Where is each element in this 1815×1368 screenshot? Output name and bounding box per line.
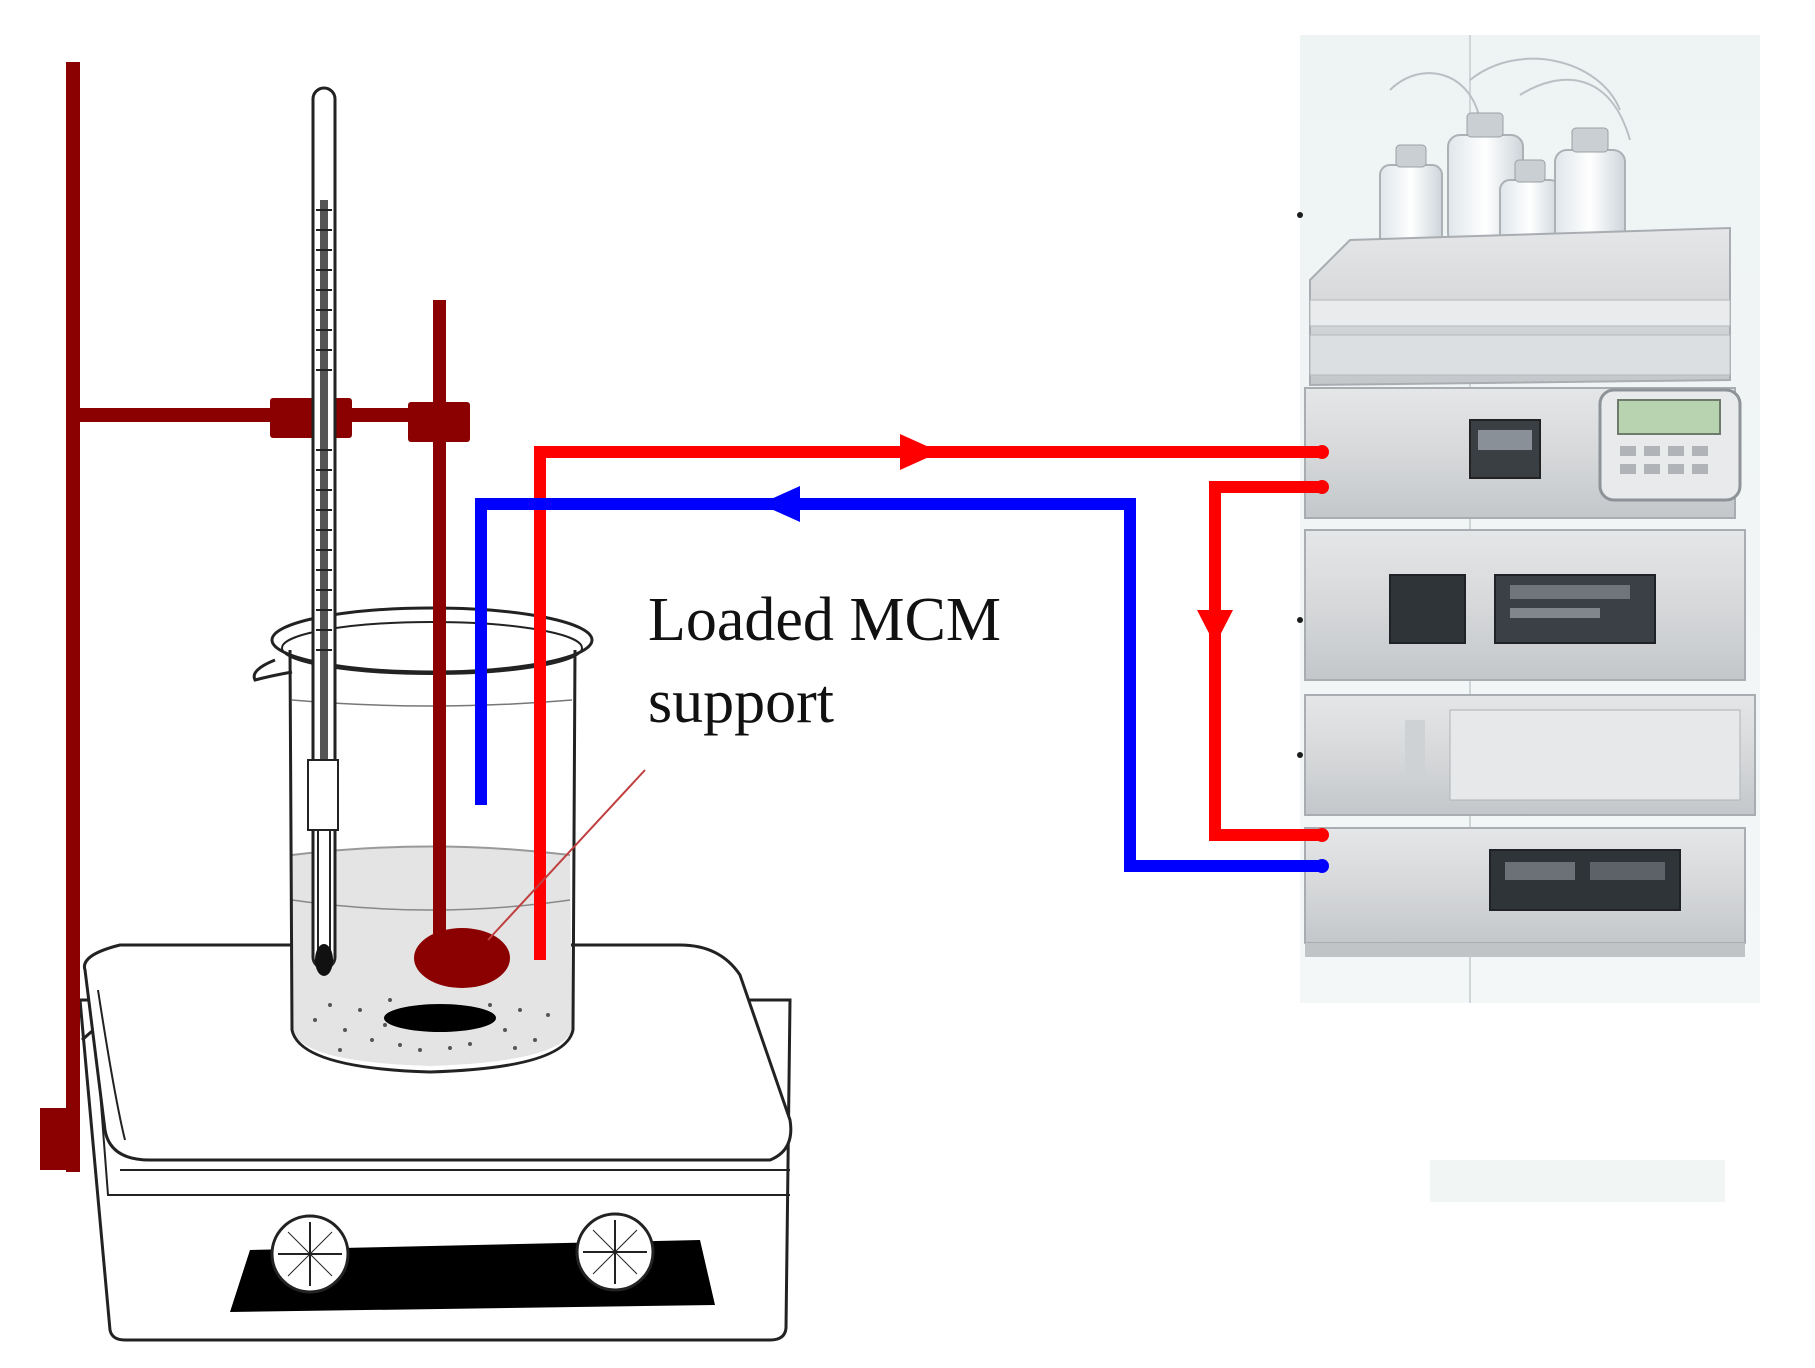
pump-module bbox=[1304, 387, 1742, 519]
detector-module bbox=[1304, 827, 1746, 957]
instrument-ports bbox=[1297, 212, 1303, 758]
autosampler-module bbox=[1304, 529, 1746, 681]
sediment-speckles bbox=[313, 998, 550, 1052]
stirrer-control-panel bbox=[230, 1212, 715, 1312]
thermometer-clamp bbox=[270, 398, 352, 438]
degasser-module bbox=[1309, 226, 1731, 387]
temperature-dial-icon bbox=[270, 1214, 350, 1294]
flow-arrow-right-icon bbox=[900, 434, 940, 470]
hplc-instrument-stack bbox=[1297, 35, 1760, 1003]
thermometer-bulb bbox=[315, 944, 333, 976]
annotation-label-line2: support bbox=[648, 668, 834, 736]
control-keypad bbox=[1598, 388, 1742, 502]
stand-rod bbox=[66, 62, 80, 1172]
annotation-leader-line bbox=[487, 769, 646, 941]
stand-base-foot bbox=[40, 1108, 70, 1170]
magnetic-stir-bar bbox=[384, 1004, 496, 1032]
tube-end-caps bbox=[1315, 445, 1329, 873]
sample-holder bbox=[414, 300, 510, 988]
faint-background-patch bbox=[1430, 1160, 1725, 1202]
inflow-tube-red bbox=[534, 446, 1320, 960]
flow-arrow-left-icon bbox=[760, 486, 800, 522]
column-compartment-module bbox=[1304, 694, 1756, 816]
flow-arrow-down-icon bbox=[1197, 610, 1233, 645]
annotation-label-line1: Loaded MCM bbox=[648, 586, 1001, 654]
holder-rod bbox=[433, 300, 446, 940]
thermometer bbox=[307, 86, 339, 976]
stir-speed-dial-icon bbox=[575, 1212, 655, 1292]
loaded-mcm-support bbox=[414, 928, 510, 988]
return-tube-blue bbox=[475, 498, 1320, 872]
